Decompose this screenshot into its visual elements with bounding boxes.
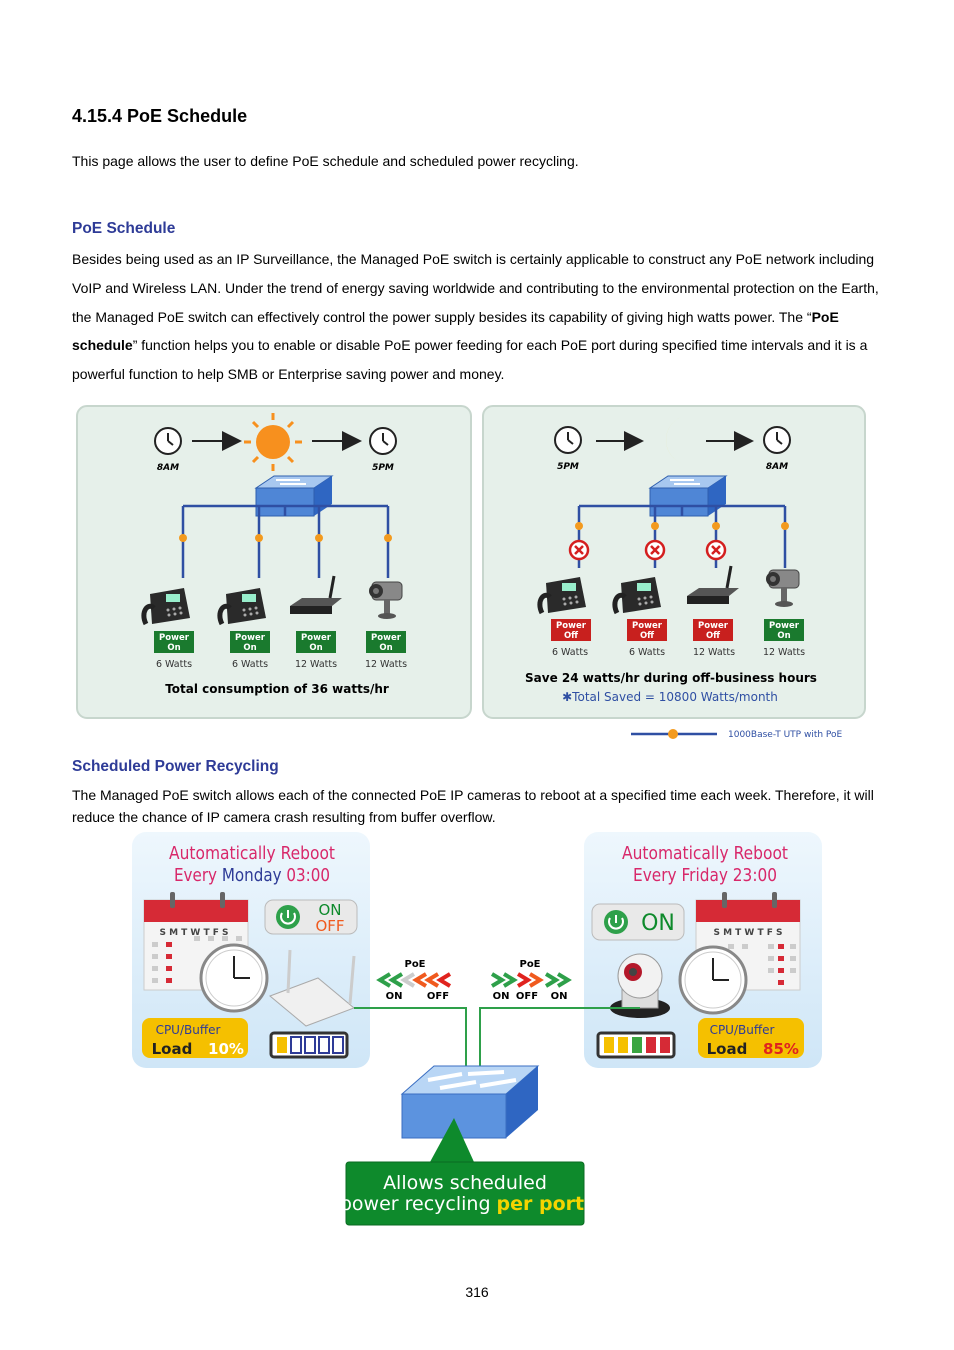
- svg-text:Power: Power: [698, 621, 729, 631]
- switch-icon: [649, 475, 727, 517]
- recycling-heading: Scheduled Power Recycling: [72, 758, 279, 775]
- watts-label: 12 Watts: [295, 659, 337, 670]
- on-label: ON: [641, 911, 675, 936]
- load-value: 10%: [208, 1040, 244, 1058]
- para-part-b: ” function helps you to enable or disabl…: [72, 337, 868, 383]
- clock-icon: [369, 427, 397, 455]
- time-start-label: 8AM: [157, 463, 179, 473]
- poe-schedule-heading: PoE Schedule: [72, 220, 176, 237]
- poe-on-label: ON: [386, 991, 403, 1002]
- watts-label: 12 Watts: [693, 647, 735, 658]
- caption-line-1: Allows scheduled: [383, 1172, 547, 1194]
- para-part-a: Besides being used as an IP Surveillance…: [72, 251, 879, 325]
- clock-icon: [154, 427, 182, 455]
- clock-icon: [763, 426, 791, 454]
- reboot-schedule: Every Friday 23:00: [633, 865, 777, 886]
- section-intro: This page allows the user to define PoE …: [72, 153, 579, 169]
- clock-icon: [678, 945, 748, 1015]
- status-badge: Power On: [230, 631, 270, 653]
- total-saved-line: ✱Total Saved = 10800 Watts/month: [562, 690, 778, 704]
- status-badge: Power Off: [627, 619, 667, 641]
- watts-label: 6 Watts: [629, 647, 665, 658]
- cpu-label: CPU/Buffer: [156, 1023, 221, 1037]
- poe-label: PoE: [404, 959, 425, 970]
- poe-off-label: OFF: [427, 991, 449, 1002]
- status-badge: Power Off: [551, 619, 591, 641]
- power-icon: [608, 915, 624, 930]
- caption-box: [345, 1161, 585, 1226]
- off-label: OFF: [315, 917, 344, 935]
- caption-line-2: power recycling per port: [340, 1193, 584, 1215]
- power-off-icon: [568, 539, 590, 561]
- poe-schedule-paragraph: Besides being used as an IP Surveillance…: [72, 245, 892, 389]
- svg-text:Off: Off: [564, 631, 578, 641]
- svg-text:On: On: [379, 643, 392, 653]
- svg-text:Power: Power: [556, 621, 587, 631]
- svg-text:Power: Power: [235, 633, 266, 643]
- svg-text:Power: Power: [159, 633, 190, 643]
- page-number: 316: [465, 1284, 489, 1300]
- time-end-label: 5PM: [372, 463, 394, 473]
- svg-text:Off: Off: [640, 631, 654, 641]
- svg-text:On: On: [309, 643, 322, 653]
- svg-text:Off: Off: [706, 631, 720, 641]
- load-value: 85%: [763, 1040, 799, 1058]
- cpu-load-badge: [142, 1018, 248, 1058]
- legend-label: 1000Base-T UTP with PoE: [728, 730, 843, 740]
- section-title: 4.15.4 PoE Schedule: [72, 106, 248, 126]
- watts-label: 6 Watts: [232, 659, 268, 670]
- svg-text:On: On: [167, 643, 180, 653]
- power-icon: [280, 910, 296, 925]
- cpu-label: CPU/Buffer: [710, 1023, 775, 1037]
- load-label: Load: [707, 1040, 748, 1058]
- poe-recycle-chevrons-icon: [490, 972, 572, 988]
- status-badge: Power Off: [693, 619, 733, 641]
- status-badge: Power On: [764, 619, 804, 641]
- weekday-header: S M T W T F S: [713, 928, 782, 938]
- sun-icon: [244, 413, 302, 471]
- status-badge: Power On: [366, 631, 406, 653]
- reboot-title: Automatically Reboot: [169, 843, 335, 864]
- on-label: ON: [318, 901, 341, 919]
- clock-icon: [199, 943, 269, 1013]
- svg-text:Power: Power: [371, 633, 402, 643]
- svg-text:On: On: [777, 631, 790, 641]
- power-off-icon: [644, 539, 666, 561]
- power-off-icon: [705, 539, 727, 561]
- legend-dot: [668, 729, 678, 739]
- clock-icon: [554, 426, 582, 454]
- poe-on-label: ON: [551, 991, 568, 1002]
- switch-icon: [400, 1065, 540, 1139]
- poe-schedule-figure: 8AM 5PM Power On Power On Power On Power…: [76, 405, 866, 740]
- status-badge: Power On: [296, 631, 336, 653]
- reboot-schedule: Every Monday 03:00: [174, 865, 330, 886]
- cpu-load-badge: [698, 1018, 804, 1058]
- recycling-paragraph: The Managed PoE switch allows each of th…: [72, 787, 874, 825]
- time-end-label: 8AM: [766, 462, 788, 472]
- watts-label: 6 Watts: [552, 647, 588, 658]
- svg-text:Power: Power: [301, 633, 332, 643]
- total-consumption: Total consumption of 36 watts/hr: [165, 682, 389, 696]
- poe-on-label: ON: [493, 991, 510, 1002]
- reboot-title: Automatically Reboot: [622, 843, 788, 864]
- load-label: Load: [152, 1040, 193, 1058]
- svg-text:Power: Power: [769, 621, 800, 631]
- poe-off-chevrons-icon: [376, 972, 452, 988]
- poe-off-label: OFF: [516, 991, 538, 1002]
- svg-text:On: On: [243, 643, 256, 653]
- save-line: Save 24 watts/hr during off-business hou…: [525, 671, 817, 685]
- power-recycling-figure: Automatically Reboot Every Monday 03:00 …: [132, 832, 822, 1226]
- watts-label: 12 Watts: [365, 659, 407, 670]
- svg-text:Power: Power: [632, 621, 663, 631]
- weekday-header: S M T W T F S: [159, 928, 228, 938]
- switch-icon: [255, 475, 333, 517]
- time-start-label: 5PM: [557, 462, 579, 472]
- watts-label: 6 Watts: [156, 659, 192, 670]
- poe-label: PoE: [519, 959, 540, 970]
- poe-cable: [354, 1007, 640, 1068]
- status-badge: Power On: [154, 631, 194, 653]
- watts-label: 12 Watts: [763, 647, 805, 658]
- para-bold: PoE schedule: [72, 308, 839, 354]
